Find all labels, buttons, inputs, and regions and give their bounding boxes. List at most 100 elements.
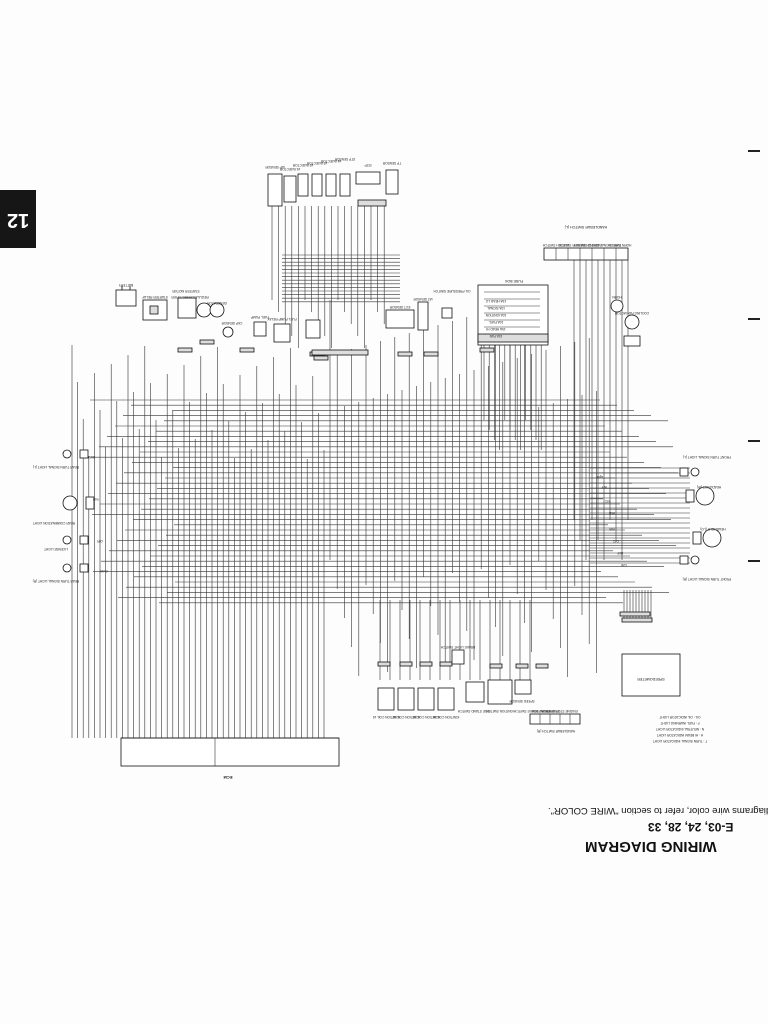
wire-code-label: B/Y (601, 485, 607, 489)
edge-mark (748, 318, 760, 320)
right-component-label: HORN (612, 295, 622, 299)
top-component-label: IAP SENSOR (265, 165, 285, 169)
brake-light-switch-symbol (451, 649, 465, 665)
right-component-label: HEADLIGHT (HI) (697, 485, 721, 489)
model-codes: E-03, 24, 28, 33 (648, 820, 734, 834)
top-component-label: #2 INJECTOR (292, 163, 313, 167)
rear-lights (62, 449, 95, 573)
ckp-sensor-symbol (222, 326, 234, 338)
edge-mark (748, 560, 760, 562)
left-component-label: FUEL PUMP (251, 315, 269, 319)
ignition-switch-symbol (487, 679, 513, 705)
speedometer-box (621, 653, 681, 697)
handlebar-l-switch-label: CLUTCH SWITCH (542, 243, 569, 247)
speedometer-label: SPEEDOMETER (637, 677, 665, 681)
left-component-label: BATTERY (118, 283, 133, 287)
side-stand-switch-symbol (465, 681, 485, 703)
right-component-label: FRONT TURN SIGNAL LIGHT (L) (683, 455, 731, 459)
handlebar-switch-r-box (529, 713, 581, 725)
legend-item: F : FUEL WARNING LIGHT (660, 721, 699, 725)
wire-code-label: R/B (609, 527, 614, 531)
left-component-label: STARTER MOTOR (172, 289, 200, 293)
top-component-label: #1 INJECTOR (279, 167, 300, 171)
mid-component-label: OIL PRESSURE SWITCH (433, 289, 471, 293)
horn-symbol (610, 299, 624, 313)
right-component-label: HANDLEBAR SWITCH (L) (565, 225, 608, 229)
handlebar-l-switch-label: TURN SIGNAL SWITCH (586, 243, 621, 247)
fuse-item-label: 15A HEAD HI (486, 327, 505, 331)
regulator-symbol (177, 297, 197, 319)
iat-sensor-symbol (417, 301, 429, 331)
rear-light-label: LICENSE LIGHT (44, 547, 68, 551)
handlebar-l-switch-label: DIMMER SWITCH (558, 243, 585, 247)
wire-color-note: Wiring diagrams wire color, refer to sec… (548, 805, 768, 816)
ect-sensor-symbol (385, 309, 415, 329)
mid-component-label: ECT SENSOR (389, 305, 410, 309)
cooling-fan-symbol (624, 314, 640, 330)
edge-mark (748, 440, 760, 442)
right-component-label: FRONT TURN SIGNAL LIGHT (R) (683, 577, 732, 581)
fuse-item-label: 10A SIGNAL (487, 306, 505, 310)
speed-sensor-symbol (514, 679, 532, 695)
wire-code-label: Y/W (93, 497, 99, 501)
handlebar-r-switch-label: STARTER SWITCH (531, 709, 560, 713)
wire-code-label: G/B (621, 563, 627, 567)
bottom-component-label: SPEED SENSOR (509, 699, 535, 703)
fuel-pump-symbol (253, 321, 267, 337)
legend-item: OIL : OIL INDICATOR LIGHT (659, 715, 700, 719)
left-component-label: REGULATOR/RECTIFIER (171, 295, 209, 299)
battery-symbol (115, 289, 137, 307)
wire-code-label: Gr/W (100, 569, 107, 573)
injector-connectors (267, 169, 399, 207)
top-component-label: ISTP (364, 163, 371, 167)
wire-harness (71, 206, 690, 738)
rear-light-label: REAR TURN SIGNAL LIGHT (L) (33, 465, 79, 469)
left-component-label: FUEL PUMP RELAY (267, 317, 297, 321)
wire-code-label: Lg/B (597, 475, 604, 479)
fuel-pump-relay-symbol (273, 323, 291, 343)
bottom-component-label: SIDE STAND SWITCH (457, 709, 490, 713)
mid-component-label: FUSE BOX (504, 279, 523, 283)
ecm-box (120, 737, 340, 767)
wire-code-label: Bl/Y (616, 551, 623, 555)
wire-code-label: W/B (609, 511, 615, 515)
left-component-label: STARTER RELAY (141, 295, 168, 299)
bottom-component-label: IGNITION COIL #2 (392, 715, 419, 719)
wire-code-label: Y/G (605, 499, 611, 503)
top-component-label: #3 INJECTOR (306, 161, 327, 165)
bottom-component-label: IGNITION COIL #4 (432, 715, 459, 719)
handlebar-l-switch-label: HORN SWITCH (608, 243, 632, 247)
right-component-label: HEADLIGHT (LO) (700, 527, 725, 531)
fuse-item-label: 15A HEAD LO (485, 299, 506, 303)
bottom-component-label: IGNITION COIL #3 (412, 715, 439, 719)
handlebar-switch-l-box (543, 247, 629, 261)
ignition-coils (377, 687, 455, 711)
fuse-item-label: 10A FUEL (489, 320, 504, 324)
handlebar-r-switch-label: FRONT BRAKE SWITCH (513, 709, 550, 713)
right-component-label: COOLING FAN MOTOR (614, 311, 649, 315)
generator-symbol (209, 302, 225, 318)
left-component-label: CKP SENSOR (221, 321, 243, 325)
handlebar-r-switch-label: ENGINE STOP SWITCH (542, 709, 578, 713)
legend-item: T : TURN SIGNAL INDICATOR LIGHT (653, 739, 707, 743)
top-component-label: TP SENSOR (382, 161, 401, 165)
left-component-label: GENERATOR (206, 301, 227, 305)
legend-item: N : NEUTRAL INDICATOR LIGHT (656, 727, 704, 731)
edge-mark (748, 150, 760, 152)
bottom-component-label: IGNITION SWITCH (485, 709, 513, 713)
wire-code-label: O/R (96, 539, 102, 543)
mid-component-label: IAT SENSOR (413, 297, 433, 301)
handlebar-l-switch-label: PASSING SWITCH (574, 243, 602, 247)
legend-item: H : HI BEAM INDICATOR LIGHT (657, 733, 704, 737)
front-lights (679, 467, 722, 565)
bottom-component-label: IGNITION COIL #1 (372, 715, 399, 719)
top-component-label: #4 INJECTOR (320, 159, 341, 163)
top-component-label: STP SENSOR (334, 157, 355, 161)
bottom-component-label: HANDLEBAR SWITCH (R) (537, 729, 575, 733)
rear-light-label: REAR TURN SIGNAL LIGHT (R) (33, 579, 80, 583)
oil-pressure-switch-symbol (441, 307, 453, 319)
wire-code-label: O/G (613, 539, 619, 543)
bottom-component-label: ECM (223, 775, 233, 780)
